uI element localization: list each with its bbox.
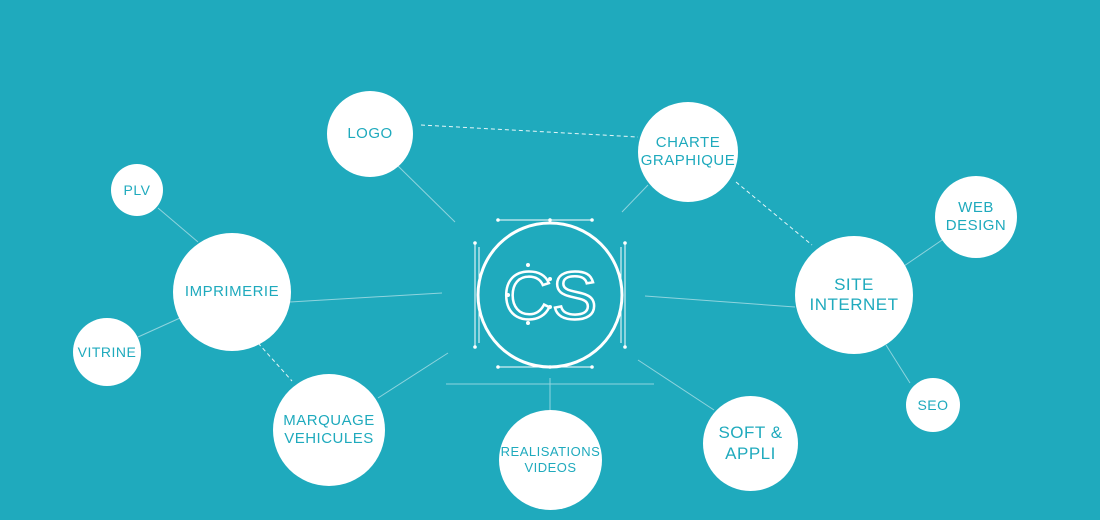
cs-logo-text: CS	[503, 258, 597, 334]
link-soft-center	[637, 359, 715, 411]
node-soft-appli-label: SOFT & APPLI	[718, 423, 783, 463]
node-soft-appli[interactable]: SOFT & APPLI	[703, 396, 798, 491]
node-charte-graphique-label: CHARTE GRAPHIQUE	[640, 134, 736, 169]
link-site-center	[644, 295, 796, 308]
node-realisations-videos-label: REALISATIONS VIDEOS	[500, 444, 601, 475]
node-realisations-videos[interactable]: REALISATIONS VIDEOS	[499, 410, 602, 510]
node-vitrine-label: VITRINE	[77, 343, 137, 360]
dashed-imprimerie-marquage	[257, 342, 293, 382]
link-imprimerie-center	[289, 292, 443, 303]
node-site-internet[interactable]: SITE INTERNET	[795, 236, 913, 354]
link-seo-site	[885, 344, 911, 384]
link-web-site	[903, 237, 946, 267]
link-plv-imprimerie	[157, 207, 199, 243]
node-charte-graphique[interactable]: CHARTE GRAPHIQUE	[638, 102, 738, 202]
node-logo[interactable]: LOGO	[327, 91, 413, 177]
link-marquage-center	[377, 352, 449, 399]
node-web-design[interactable]: WEB DESIGN	[935, 176, 1017, 258]
node-logo-label: LOGO	[347, 125, 393, 142]
node-imprimerie[interactable]: IMPRIMERIE	[173, 233, 291, 351]
link-vitrine-imprimerie	[137, 317, 181, 338]
link-logo-center	[397, 165, 456, 223]
dashed-logo-charte	[420, 124, 639, 138]
node-marquage-vehicules-label: MARQUAGE VEHICULES	[283, 412, 375, 447]
node-seo[interactable]: SEO	[906, 378, 960, 432]
node-marquage-vehicules[interactable]: MARQUAGE VEHICULES	[273, 374, 385, 486]
cs-logo-icon: CS	[473, 218, 627, 369]
node-plv-label: PLV	[123, 181, 151, 198]
dashed-charte-site	[735, 181, 813, 246]
node-imprimerie-label: IMPRIMERIE	[184, 283, 280, 300]
node-site-internet-label: SITE INTERNET	[809, 274, 899, 314]
node-seo-label: SEO	[917, 396, 949, 413]
node-web-design-label: WEB DESIGN	[945, 199, 1007, 234]
node-vitrine[interactable]: VITRINE	[73, 318, 141, 386]
node-plv[interactable]: PLV	[111, 164, 163, 216]
link-charte-center	[621, 184, 649, 213]
